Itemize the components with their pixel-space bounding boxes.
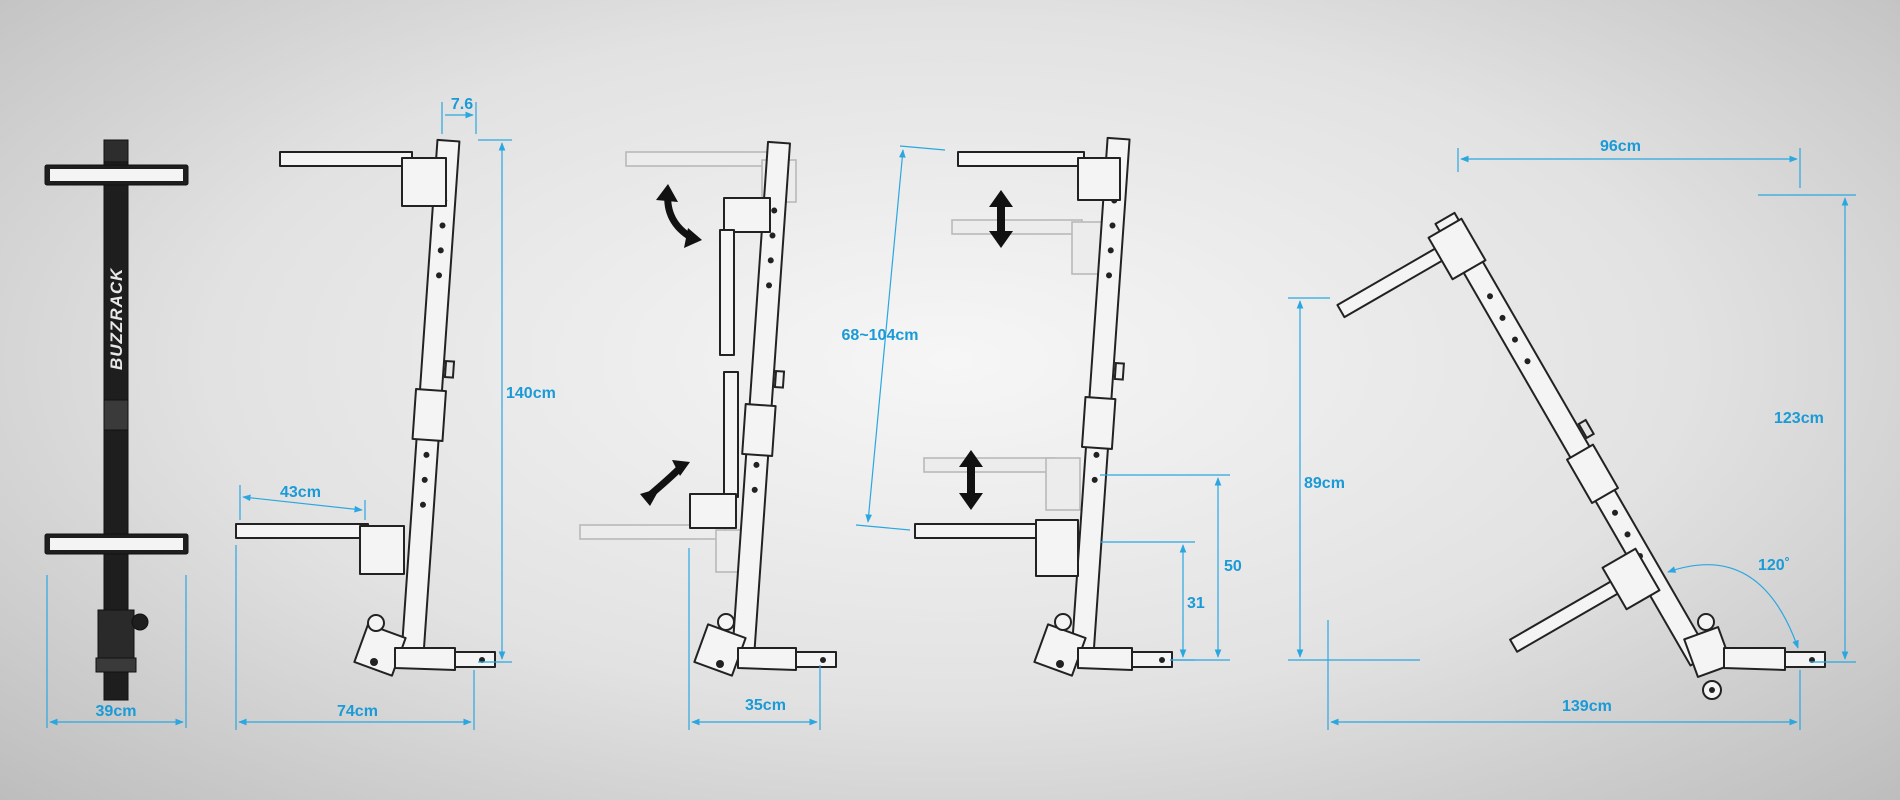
angled-base-dimension: 139cm: [1327, 620, 1801, 730]
angled-height-label: 123cm: [1774, 410, 1824, 427]
adjust-lower-dimension: 31: [1100, 541, 1205, 661]
front-width-label: 39cm: [96, 703, 137, 720]
ghost-lower-hook-arm: [923, 457, 1055, 473]
adjust-range-dimension: 68~104cm: [842, 145, 946, 531]
adjust-base: [1033, 613, 1173, 677]
angled-upright: [1434, 211, 1711, 667]
front-view: BUZZRACK 39cm: [44, 139, 189, 728]
angled-height-dimension: 123cm: [1758, 194, 1856, 663]
angled-view: 96cm 123cm 89cm 120˚ 139cm: [1288, 138, 1856, 730]
angled-base: [1683, 613, 1826, 700]
angled-angle-dimension: 120˚: [1667, 557, 1799, 649]
rotation-base-label: 35cm: [745, 697, 786, 714]
adjust-lower-label: 31: [1187, 595, 1205, 612]
updown-arrow-icon: [959, 450, 983, 510]
side-view: 7.6 140cm 43cm 74cm: [235, 96, 556, 730]
rotation-base: [693, 613, 837, 677]
angled-width-dimension: 96cm: [1457, 138, 1801, 188]
rotated-upper-hook-block: [723, 197, 771, 233]
adjust-lower-hook-arm: [914, 523, 1042, 539]
side-height-dimension: 140cm: [478, 139, 556, 663]
side-base-dimension: 74cm: [235, 545, 475, 730]
side-base-label: 74cm: [337, 703, 378, 720]
brand-logo: BUZZRACK: [107, 267, 126, 370]
ghost-upper-hook-arm: [951, 219, 1083, 235]
adjust-upper-dimension: 50: [1100, 474, 1242, 661]
updown-arrow-icon: [989, 190, 1013, 248]
side-offset-label: 7.6: [451, 96, 473, 113]
side-offset-dimension: 7.6: [441, 96, 477, 134]
side-height-label: 140cm: [506, 385, 556, 402]
side-base: [353, 614, 496, 677]
rotation-base-dimension: 35cm: [688, 548, 821, 730]
rotated-lower-hook-arm: [723, 371, 739, 498]
side-upper-hook-arm: [279, 151, 413, 167]
side-arm-dimension: 43cm: [239, 484, 366, 520]
adjust-view: 68~104cm 50 31: [842, 136, 1242, 677]
adjust-upper-label: 50: [1224, 558, 1242, 575]
adjust-upper-hook-arm: [957, 151, 1085, 167]
rotation-view: 35cm: [579, 140, 837, 730]
rotated-lower-hook-block: [689, 493, 737, 529]
angled-base-label: 139cm: [1562, 698, 1612, 715]
rotated-upper-hook-arm: [719, 229, 735, 356]
side-arm-label: 43cm: [280, 484, 321, 501]
side-lower-hook-block: [359, 525, 405, 575]
angled-lower-hook-block: [1601, 547, 1661, 611]
front-width-dimension: 39cm: [46, 575, 187, 728]
angled-width-label: 96cm: [1600, 138, 1641, 155]
adjust-range-label: 68~104cm: [842, 327, 919, 344]
front-top-bar: [44, 164, 189, 186]
knob-icon: [131, 613, 149, 631]
front-bottom-bar: [44, 533, 189, 555]
angled-arm-height-label: 89cm: [1304, 475, 1345, 492]
ghost-upper-hook-arm: [625, 151, 772, 167]
angled-upper-hook-block: [1427, 217, 1487, 281]
angled-arm-height-dimension: 89cm: [1288, 297, 1420, 661]
side-lower-hook-arm: [235, 523, 369, 539]
angled-angle-label: 120˚: [1758, 557, 1790, 574]
side-upper-hook-block: [401, 157, 447, 207]
